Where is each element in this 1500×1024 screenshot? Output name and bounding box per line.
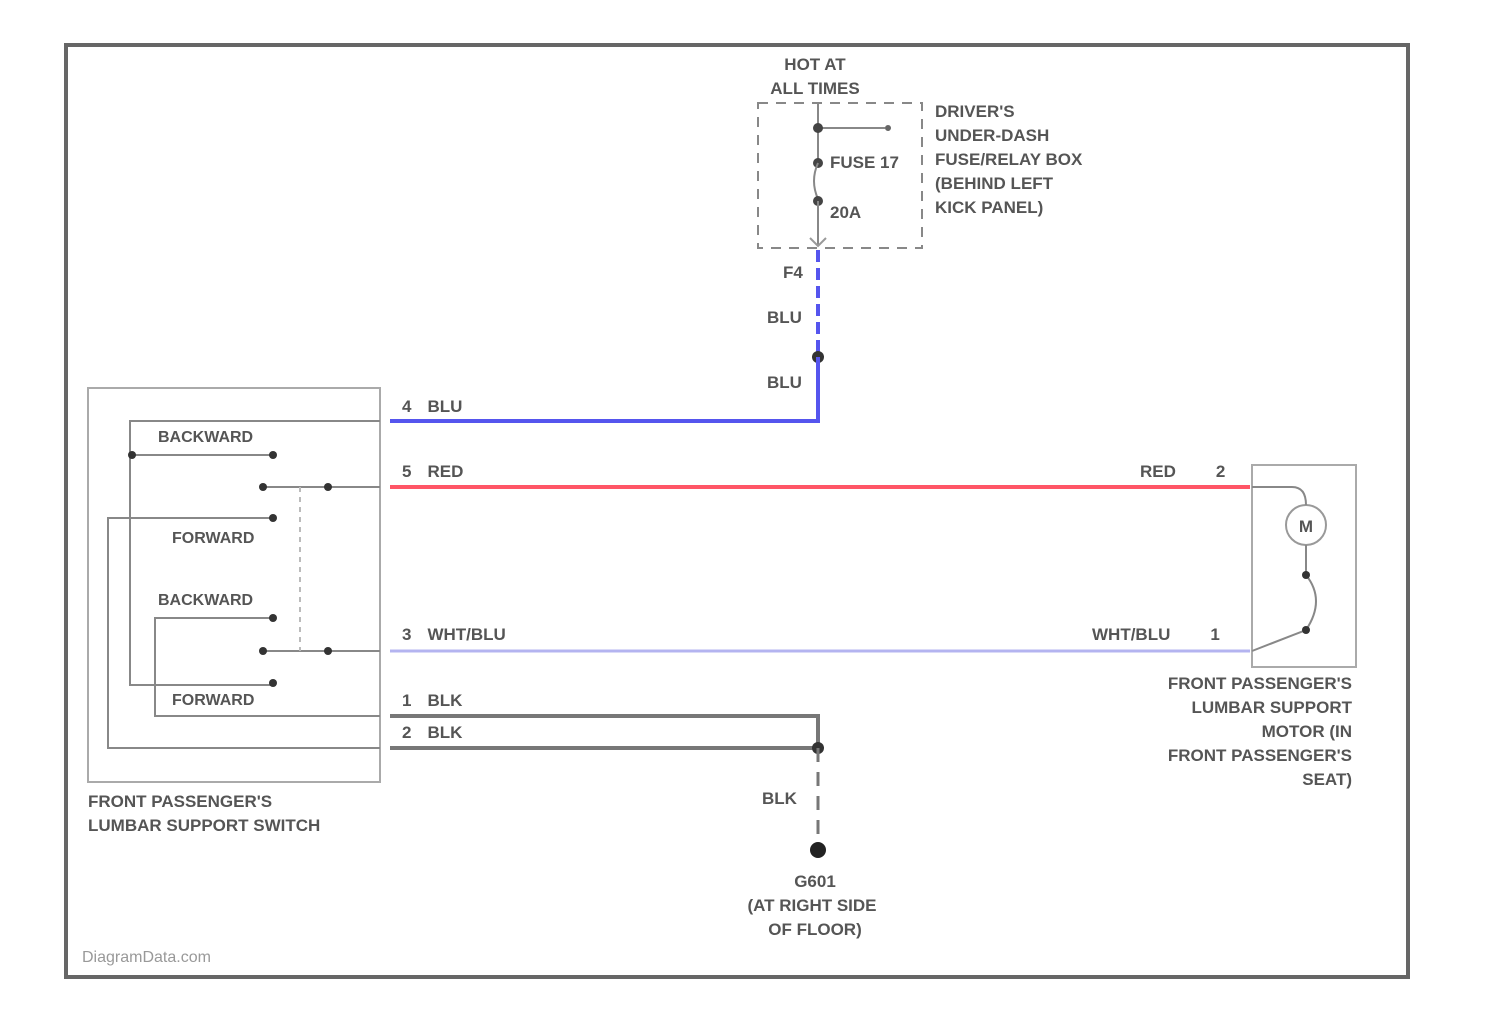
ground-name-1: G601 [794,872,836,891]
power-label-2: ALL TIMES [770,79,859,98]
switch-pos-forward-2: FORWARD [172,692,254,709]
motor-name-5: SEAT) [1302,770,1352,789]
switch-name-2: LUMBAR SUPPORT SWITCH [88,816,320,835]
motor-name-2: LUMBAR SUPPORT [1191,698,1352,717]
node [813,123,823,133]
fuse-box [758,103,922,248]
fuse-label: FUSE 17 [830,153,899,172]
fuse-rating: 20A [830,203,861,222]
power-label-1: HOT AT [784,55,846,74]
ground-wire-label: BLK [762,789,798,808]
fuse-box-desc-3: FUSE/RELAY BOX [935,150,1083,169]
ground-name-2: (AT RIGHT SIDE [747,896,876,915]
lumbar-switch [88,388,380,782]
frame [66,45,1408,977]
watermark: DiagramData.com [82,949,211,966]
blu-label-lower: BLU [767,373,802,392]
switch-name-1: FRONT PASSENGER'S [88,792,272,811]
node [885,125,891,131]
node [1302,626,1310,634]
motor-name-1: FRONT PASSENGER'S [1168,674,1352,693]
motor-symbol: M [1299,517,1313,536]
fuse-box-desc-1: DRIVER'S [935,102,1015,121]
ground-icon [810,842,826,858]
motor-name-3: MOTOR (IN [1262,722,1352,741]
fuse-symbol [814,163,818,199]
fuse-box-desc-2: UNDER-DASH [935,126,1049,145]
ground-name-3: OF FLOOR) [768,920,861,939]
node [1302,571,1310,579]
blu-label-upper: BLU [767,308,802,327]
terminal-f4: F4 [783,263,803,282]
switch-pos-backward-2: BACKWARD [158,592,253,609]
motor-name-4: FRONT PASSENGER'S [1168,746,1352,765]
switch-pos-backward-1: BACKWARD [158,429,253,446]
fuse-box-desc-5: KICK PANEL) [935,198,1043,217]
fuse-box-desc-4: (BEHIND LEFT [935,174,1054,193]
switch-pos-forward-1: FORWARD [172,530,254,547]
